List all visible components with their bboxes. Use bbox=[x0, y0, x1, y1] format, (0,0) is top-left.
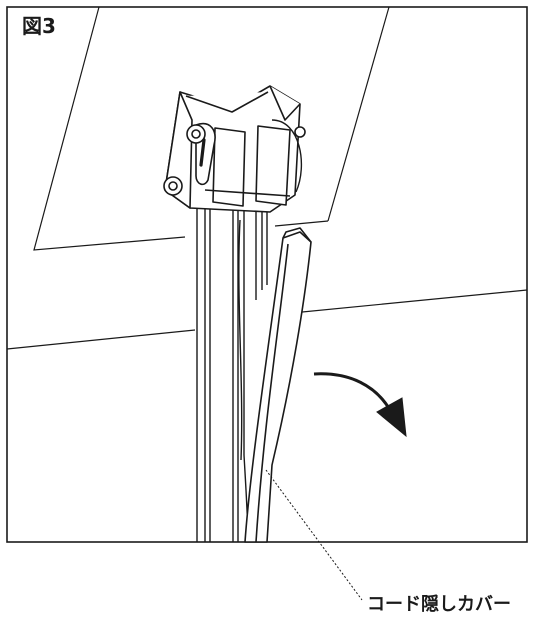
callout-leader-line bbox=[265, 469, 363, 601]
floor-edge-line bbox=[6, 289, 528, 350]
wall-panel-bottom-right bbox=[274, 220, 329, 227]
cord-cover-callout-label: コード隠しカバー bbox=[367, 594, 511, 615]
wall-panel-outline bbox=[33, 6, 390, 251]
mount-wire-loop bbox=[271, 119, 303, 193]
stand-pole bbox=[196, 205, 268, 543]
cord-cover-strip bbox=[244, 227, 312, 543]
mount-bolts bbox=[163, 124, 306, 196]
figure-number-label: 図3 bbox=[22, 14, 56, 38]
curved-arrow-icon bbox=[313, 372, 407, 438]
ceiling-mount-bracket bbox=[164, 85, 301, 213]
